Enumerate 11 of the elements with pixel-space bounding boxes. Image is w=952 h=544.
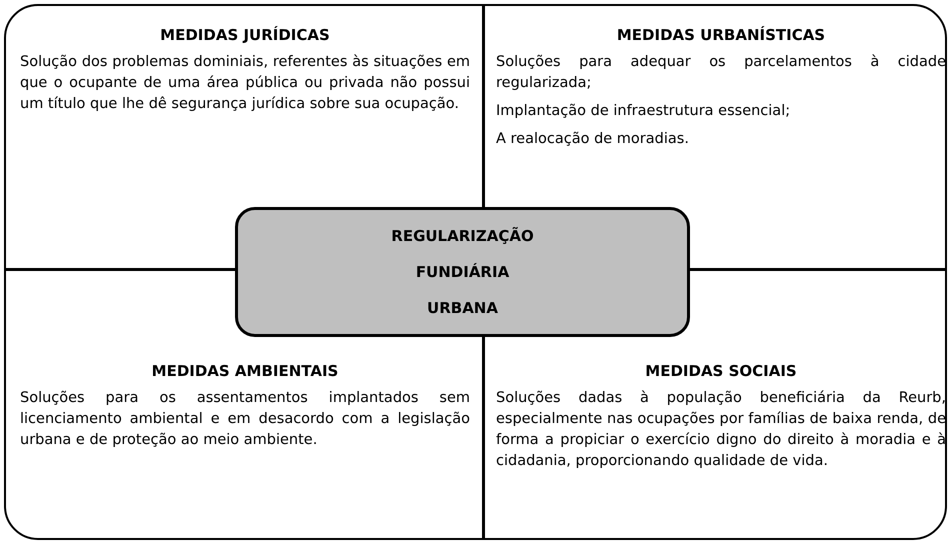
description-text: Soluções para adequar os parcelamentos à cidade regularizada; [496, 53, 946, 93]
section-heading: MEDIDAS AMBIENTAIS [150, 362, 340, 380]
description-text: A realocação de moradias. [496, 130, 690, 149]
description-text: Soluções dadas à população beneficiária da Reurb, especialmente nas ocupações por famílias de baixa renda, de forma a propiciar o exercício digno do direito à moradia e à cidadania, proporcionando qualidade de vida. [496, 389, 946, 471]
section-heading: MEDIDAS SOCIAIS [644, 362, 798, 380]
description-text: Solução dos problemas dominiais, referentes às situações em que o ocupante de uma área pública ou privada não possui um título que lhe dê segurança jurídica sobre sua ocupação. [20, 53, 470, 114]
central-box: REGULARIZAÇÃO FUNDIÁRIA URBANA [235, 207, 690, 337]
section-heading: MEDIDAS JURÍDICAS [159, 26, 331, 44]
section-heading: MEDIDAS URBANÍSTICAS [616, 26, 826, 44]
description-text: Implantação de infraestrutura essencial; [496, 102, 792, 121]
description-text: Soluções para os assentamentos implantados sem licenciamento ambiental e em desacordo com a legislação urbana e de proteção ao meio ambiente. [20, 389, 470, 450]
